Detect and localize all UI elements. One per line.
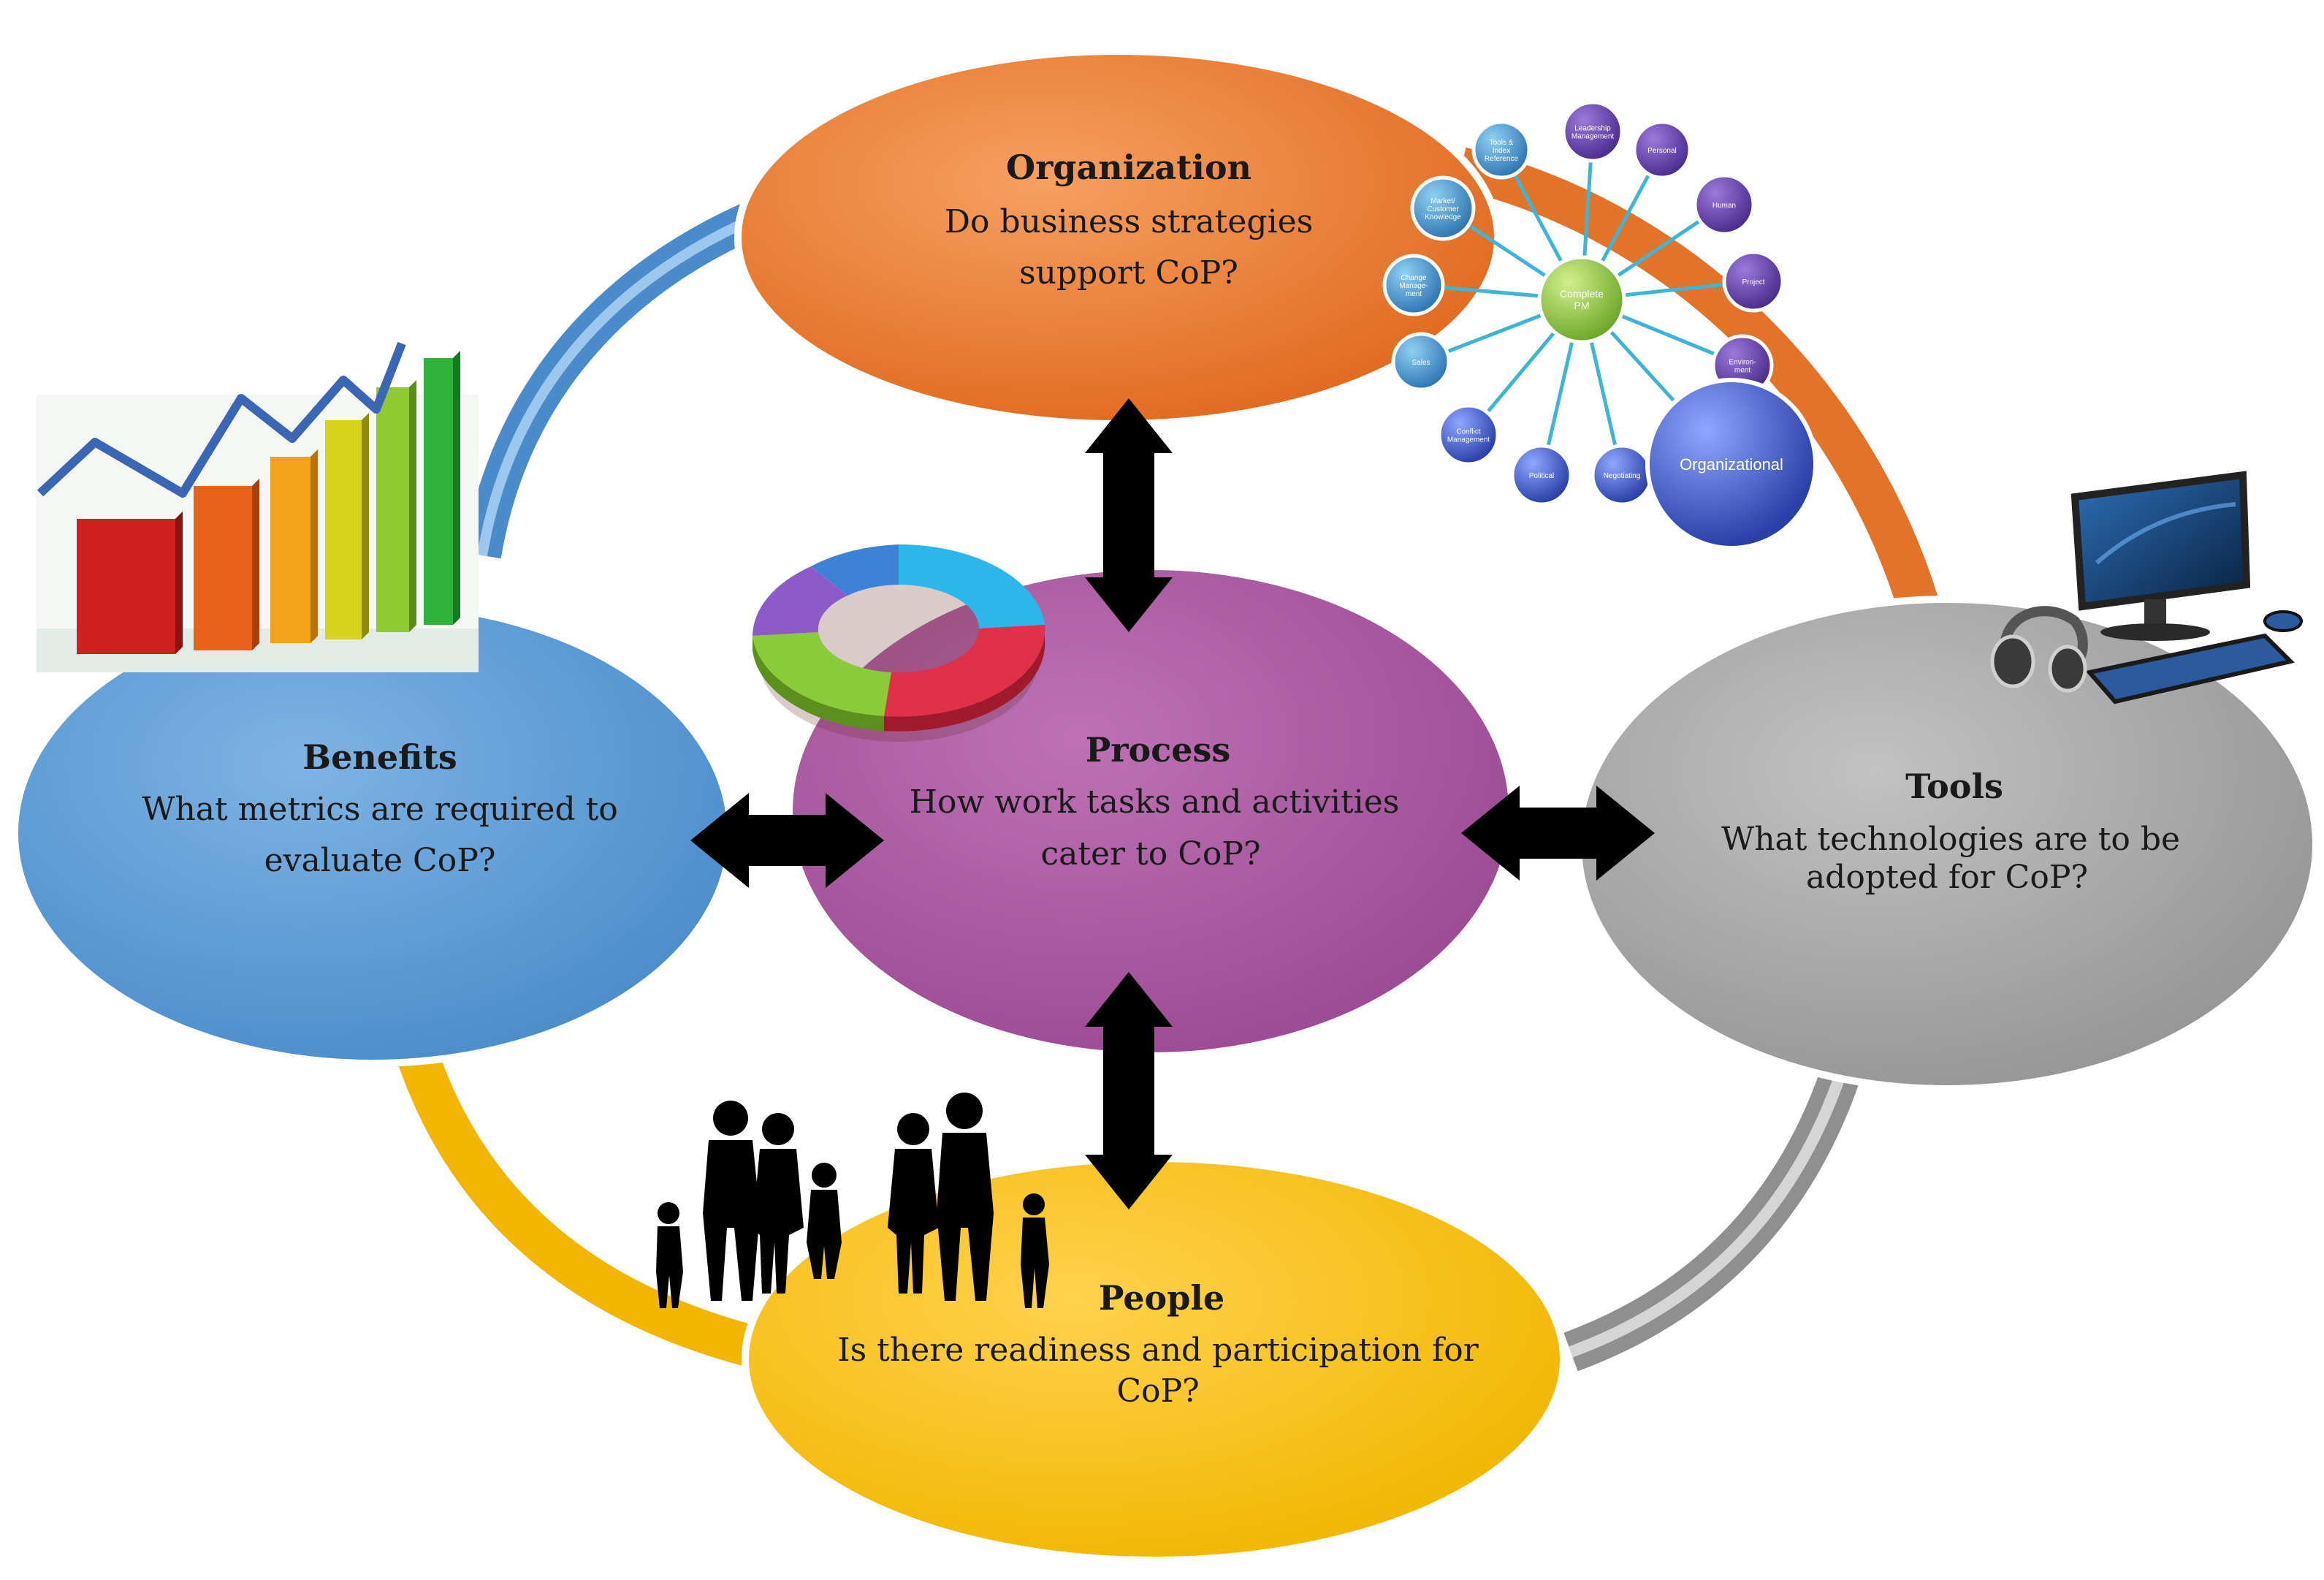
pm-satellite-label: Conflict (1456, 428, 1481, 436)
pm-center-node (1537, 255, 1626, 344)
adult-silhouette-2 (753, 1113, 804, 1294)
pm-satellite-label: Manage- (1399, 282, 1428, 290)
child-silhouette-2 (807, 1163, 842, 1279)
pm-satellite-node (1410, 175, 1476, 241)
ring (396, 147, 1950, 1373)
pm-organizational-label: Organizational (1680, 455, 1783, 474)
ring-slice-green (753, 632, 891, 716)
adult-silhouette-3 (888, 1113, 939, 1294)
pm-mind-map-clipart: Tools &IndexReferenceLeadershipManagemen… (1382, 100, 1818, 550)
pm-satellite-node (1471, 120, 1531, 180)
pm-satellite-label: ment (1406, 290, 1422, 298)
bar-chart-clipart (37, 341, 479, 672)
people-question-line-1: Is there readiness and participation for (837, 1332, 1479, 1369)
pm-satellite-label: Political (1529, 472, 1554, 480)
pm-satellite-label: Sales (1411, 359, 1430, 367)
ring-segment-gray-highlight (1569, 1022, 1862, 1358)
pm-satellite-label: Change (1401, 274, 1426, 282)
organization-title: Organization (1006, 148, 1251, 187)
tools-question-line-2: adopted for CoP? (1806, 859, 2088, 896)
arrow-benefits-process (690, 793, 884, 888)
pm-center-label: Complete (1560, 288, 1604, 300)
arrow-process-tools (1461, 786, 1655, 881)
bar-3 (270, 449, 318, 643)
bar-1 (77, 512, 183, 654)
bar-4 (325, 413, 369, 639)
people-question-line-2: CoP? (1116, 1372, 1199, 1410)
ring-slice-cyan (899, 544, 1045, 628)
monitor-screen (2070, 471, 2251, 611)
process-question-line-1: How work tasks and activities (910, 783, 1400, 821)
node-benefits: Benefits What metrics are required to ev… (142, 737, 618, 879)
pm-satellite-label: Tools & (1490, 139, 1514, 147)
child-silhouette-3 (1021, 1193, 1049, 1308)
keyboard (2085, 633, 2295, 704)
mouse (2263, 610, 2303, 632)
tools-question-line-1: What technologies are to be (1721, 821, 2180, 858)
pm-satellite-label: Negotiating (1604, 472, 1641, 480)
node-people: People Is there readiness and participat… (837, 1278, 1479, 1410)
pm-satellite-label: Leadership (1574, 125, 1611, 133)
child-silhouette-1 (656, 1202, 683, 1308)
arrows (690, 398, 1655, 1209)
benefits-question-line-2: evaluate CoP? (264, 842, 496, 879)
ring-slice-purple (753, 566, 847, 636)
pm-satellite-label: Market/ (1430, 197, 1455, 205)
pm-satellite-node (1391, 332, 1451, 392)
pm-satellite-label: Project (1742, 278, 1764, 286)
organization-question-line-1: Do business strategies (945, 203, 1314, 240)
people-title: People (1099, 1278, 1224, 1318)
process-question-line-2: cater to CoP? (1040, 835, 1260, 873)
pm-satellite-node (1693, 173, 1756, 236)
pm-satellite-node (1382, 254, 1445, 316)
process-title: Process (1086, 730, 1231, 770)
family-silhouettes-clipart (656, 1093, 1049, 1308)
arrow-organization-process (1085, 398, 1173, 632)
pm-satellite-label: Management (1571, 133, 1615, 141)
ring-segment-orange (1456, 147, 1950, 648)
ring-segment-blue-highlight (477, 200, 791, 557)
pm-satellite-node (1561, 100, 1624, 163)
trend-line (37, 341, 406, 498)
ring-chart-clipart (753, 544, 1045, 742)
bar-2 (194, 479, 259, 650)
ring-slice-red (884, 625, 1045, 717)
pm-satellite-label: Index (1493, 147, 1510, 155)
tools-title: Tools (1905, 767, 2003, 806)
pm-satellite-label: Customer (1427, 205, 1459, 213)
pm-satellite-label: Knowledge (1425, 213, 1461, 221)
benefits-question-line-1: What metrics are required to (142, 791, 618, 828)
adult-silhouette-4 (937, 1093, 994, 1301)
computer-clipart (1990, 471, 2303, 704)
pm-satellite-label: ment (1734, 367, 1750, 375)
ring-slice-blue (811, 544, 899, 596)
node-process: Process How work tasks and activities ca… (910, 730, 1400, 873)
pm-center-label: PM (1574, 300, 1590, 311)
pm-satellite-label: Human (1712, 202, 1736, 210)
arrow-process-people (1085, 972, 1173, 1209)
adult-silhouette-1 (703, 1101, 760, 1301)
bar-5 (376, 380, 416, 632)
ring-segment-yellow (396, 1045, 780, 1373)
pm-organizational-node (1645, 378, 1818, 550)
pm-satellite-node (1437, 403, 1500, 466)
pm-satellite-label: Management (1447, 436, 1490, 444)
benefits-title: Benefits (302, 737, 457, 777)
pm-satellite-node (1722, 250, 1785, 313)
pm-satellite-label: Personal (1647, 147, 1676, 155)
pm-satellite-node (1632, 120, 1692, 180)
node-organization: Organization Do business strategies supp… (945, 148, 1314, 292)
organization-question-line-2: support CoP? (1019, 254, 1238, 292)
pm-satellite-node (1510, 444, 1573, 506)
pm-satellite-label: Environ- (1729, 359, 1756, 367)
node-tools: Tools What technologies are to be adopte… (1721, 767, 2180, 896)
pm-satellite-label: Reference (1485, 155, 1519, 163)
bar-6 (424, 351, 460, 625)
